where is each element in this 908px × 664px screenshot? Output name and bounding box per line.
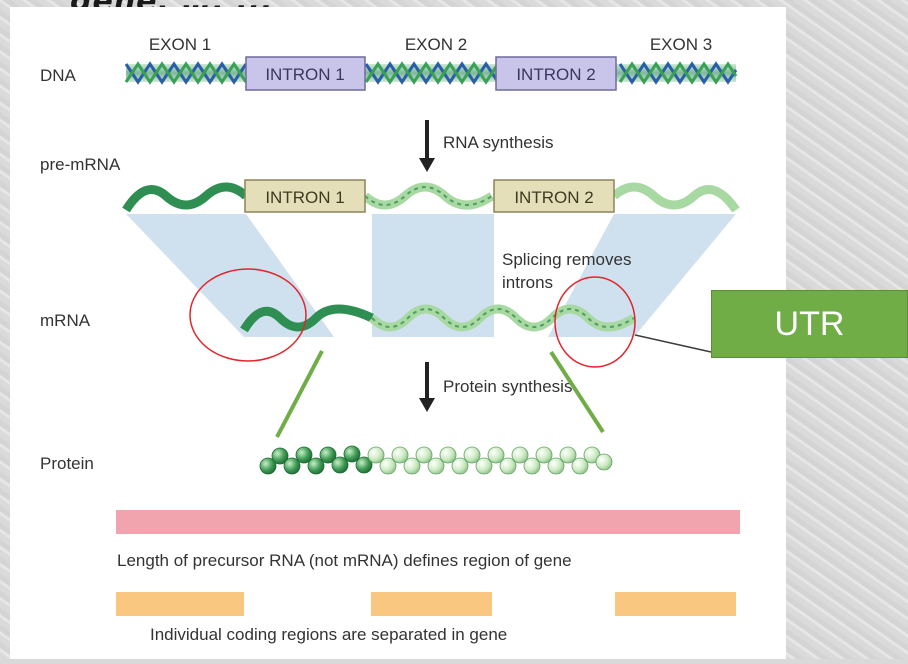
dna-intron-1-box [245,56,366,91]
exon-3-label: EXON 3 [650,35,712,54]
exon-1-label: EXON 1 [149,35,211,54]
dna-intron-2-box [495,56,617,91]
pre-mrna-intron-1-label: INTRON 1 [265,188,344,207]
splicing-label-line-1: Splicing removes [502,250,631,269]
utr-callout-box: UTR [711,290,908,358]
coding-regions-caption: Individual coding regions are separated … [150,625,507,644]
protein-row-label: Protein [40,454,94,473]
pre-mrna-strand [122,182,740,213]
dna-intron-2-label: INTRON 2 [516,65,595,84]
protein-synthesis-label: Protein synthesis [443,377,572,396]
utr-callout-label: UTR [774,304,845,343]
pre-mrna-intron-2-label: INTRON 2 [514,188,593,207]
coding-region-bar-1 [116,592,244,616]
coding-region-bar-2 [371,592,492,616]
pre-mrna-row-label: pre-mRNA [40,155,121,174]
mrna-strand [240,304,637,333]
gene-structure-figure: EXON 1 EXON 2 EXON 3 DNA INTRON 1 INTRON… [10,7,786,659]
splice-bands [126,214,736,337]
utr-3-prime-circle [554,276,636,368]
gene-diagram: EXON 1 EXON 2 EXON 3 DNA INTRON 1 INTRON… [40,35,740,644]
pre-mrna-intron-2-box [493,179,615,213]
protein-synthesis-arrow [419,362,435,412]
pre-mrna-intron-1-box [244,179,366,213]
dna-row-label: DNA [40,66,77,85]
dna-intron-1-label: INTRON 1 [265,65,344,84]
splicing-label-line-2: introns [502,273,553,292]
dna-strand [124,61,738,85]
protein-bead-chain [259,445,613,475]
exon-2-label: EXON 2 [405,35,467,54]
rna-synthesis-arrow [419,120,435,172]
coding-region-bar-3 [615,592,736,616]
coding-start-connector [275,350,324,438]
mrna-row-label: mRNA [40,311,91,330]
rna-synthesis-label: RNA synthesis [443,133,554,152]
coding-end-connector [549,350,605,434]
gene-region-caption: Length of precursor RNA (not mRNA) defin… [117,551,572,570]
utr-5-prime-circle [189,268,307,362]
gene-region-bar [116,510,740,534]
